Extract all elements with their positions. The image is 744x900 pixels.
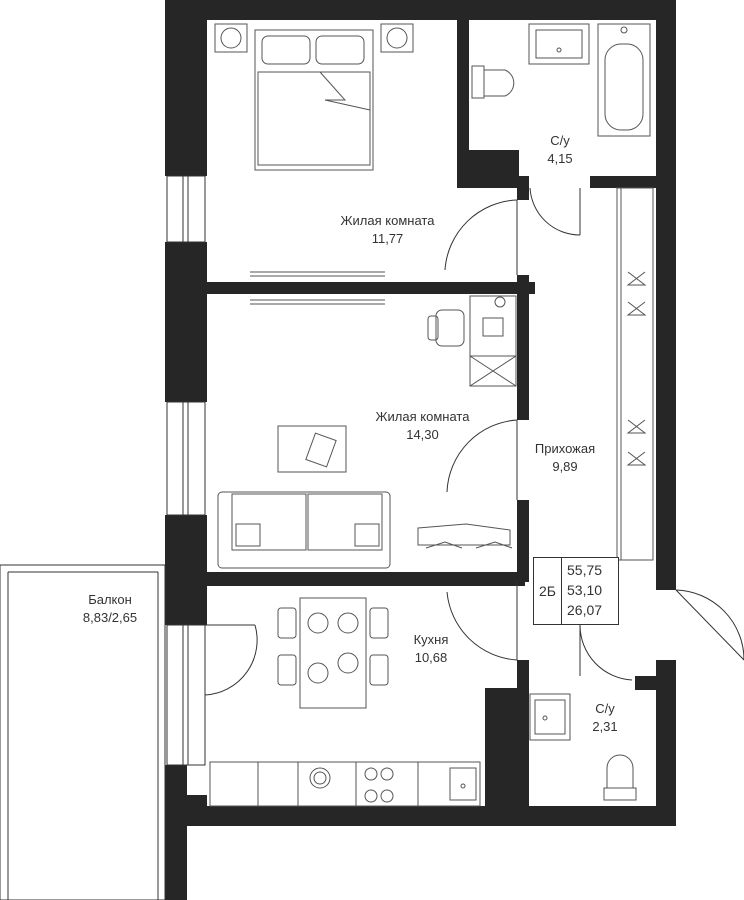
room-name: Прихожая xyxy=(534,441,596,456)
total-area: 55,75 xyxy=(567,562,603,578)
bathtub-icon xyxy=(597,23,651,137)
toilet-icon xyxy=(603,754,637,801)
furniture xyxy=(209,23,654,807)
door-icon xyxy=(446,419,518,500)
sofa-icon xyxy=(217,491,391,569)
dining-table-icon xyxy=(299,597,367,709)
wall-bottom xyxy=(187,806,676,826)
wall-bath-bottom xyxy=(457,176,529,188)
door-icon xyxy=(529,187,581,236)
tv-icon xyxy=(250,271,385,305)
wall-left-mid2 xyxy=(165,515,207,625)
apartment-areas: 55,75 53,10 26,07 xyxy=(567,560,602,620)
wall-right-bottom xyxy=(656,660,676,826)
sink-icon xyxy=(529,693,571,741)
sink-icon xyxy=(449,767,477,801)
nightstand-icon xyxy=(214,23,248,53)
wall-living-kitchen xyxy=(205,572,525,586)
room-area: 14,30 xyxy=(406,427,439,442)
chair-icon xyxy=(277,607,389,686)
wall-smallbath-right-jamb xyxy=(635,676,657,690)
door-icon xyxy=(204,624,258,696)
toilet-icon xyxy=(471,65,515,99)
counter-icon xyxy=(209,761,481,807)
room-label-living: Жилая комната 14,30 xyxy=(355,408,490,444)
window-icon xyxy=(166,401,206,516)
room-name: Кухня xyxy=(413,632,449,647)
wall-bedroom-door-jamb xyxy=(517,176,529,200)
living-area: 26,07 xyxy=(567,602,603,618)
wall-right xyxy=(656,0,676,590)
area-without-balcony: 53,10 xyxy=(567,582,603,598)
windows xyxy=(166,175,206,766)
wardrobe-icon xyxy=(616,187,654,561)
wall-smallbath-left xyxy=(485,688,529,808)
hanger-icon xyxy=(417,523,513,549)
wall-bath-bottom-right xyxy=(590,176,656,188)
room-area: 10,68 xyxy=(414,650,448,665)
doors xyxy=(204,187,744,696)
room-area: 11,77 xyxy=(371,231,404,246)
desk-icon xyxy=(469,295,517,387)
bed-icon xyxy=(254,29,374,171)
window-icon xyxy=(166,624,206,766)
chair-icon xyxy=(427,309,465,347)
window-icon xyxy=(166,175,206,243)
rug-icon xyxy=(277,425,347,473)
stove-icon xyxy=(364,767,394,803)
door-icon xyxy=(444,199,518,275)
wall-left-bottom xyxy=(165,765,187,900)
room-label-bedroom: Жилая комната 11,77 xyxy=(320,212,455,248)
room-name: С/у xyxy=(595,701,615,716)
room-label-hallway: Прихожая 9,89 xyxy=(525,440,605,476)
room-area: 2,31 xyxy=(592,719,618,734)
room-name: Жилая комната xyxy=(375,409,470,424)
wall-bath-niche xyxy=(469,150,519,176)
wall-living-right xyxy=(517,275,529,420)
wall-bath-left xyxy=(457,20,469,188)
room-label-bath-small: С/у 2,31 xyxy=(575,700,635,736)
apartment-info-box: 2Б 55,75 53,10 26,07 xyxy=(533,557,619,625)
nightstand-icon xyxy=(380,23,414,53)
walls xyxy=(165,0,676,900)
room-label-balcony: Балкон 8,83/2,65 xyxy=(55,591,165,627)
hanger-icon xyxy=(626,271,647,466)
wall-smallbath-jamb xyxy=(517,660,529,690)
room-area: 9,89 xyxy=(552,459,578,474)
room-area: 8,83/2,65 xyxy=(82,610,138,625)
room-name: Жилая комната xyxy=(340,213,435,228)
door-icon xyxy=(675,589,744,661)
apartment-type: 2Б xyxy=(534,558,562,624)
wall-top xyxy=(165,0,675,20)
wall-left-top xyxy=(165,0,207,176)
room-label-bath-main: С/у 4,15 xyxy=(530,132,590,168)
room-name: С/у xyxy=(550,133,570,148)
wall-bedroom-living xyxy=(205,282,535,294)
sink-icon xyxy=(528,23,590,65)
door-icon xyxy=(446,582,518,661)
room-name: Балкон xyxy=(88,592,132,607)
wall-left-mid xyxy=(165,242,207,402)
wall-living-right-lower xyxy=(517,500,529,582)
sink-icon xyxy=(309,767,331,789)
room-label-kitchen: Кухня 10,68 xyxy=(396,631,466,667)
door-icon xyxy=(579,624,633,681)
balcony xyxy=(0,564,166,900)
room-area: 4,15 xyxy=(547,151,573,166)
